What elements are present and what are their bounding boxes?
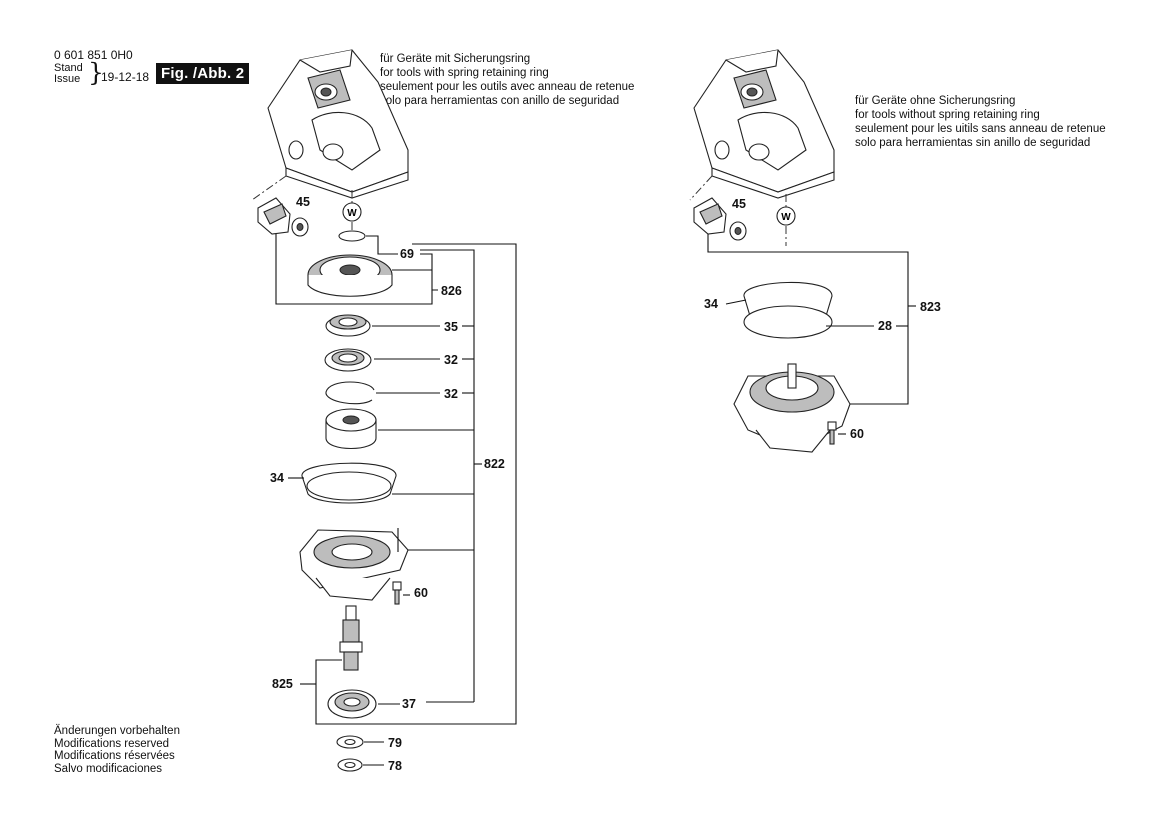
ball-bearing	[325, 408, 377, 449]
bearing-flange-left	[299, 529, 409, 601]
pinion-gear-right	[689, 175, 747, 241]
left-leader-lines	[275, 234, 517, 766]
seal-ring-32	[324, 348, 372, 372]
note-line: Modifications réservées	[54, 750, 175, 762]
pinion-gear-left	[251, 175, 309, 237]
note-line: for tools with spring retaining ring	[380, 67, 549, 79]
callout-45-right: 45	[732, 197, 746, 211]
note-line: Modifications reserved	[54, 737, 170, 750]
issue-date: 19-12-18	[101, 70, 150, 84]
right-leader-lines	[707, 234, 916, 435]
nut-78	[337, 758, 363, 772]
callout-60-right: 60	[850, 427, 864, 441]
callout-37: 37	[402, 697, 416, 711]
grease-marker-w-right: W	[776, 194, 796, 246]
figure-badge: Fig. /Abb. 2	[156, 63, 250, 84]
note-line: für Geräte mit Sicherungsring	[380, 53, 531, 65]
callout-35: 35	[444, 320, 458, 334]
washer-79	[336, 735, 364, 749]
circlip-32	[325, 381, 375, 405]
note-line: Änderungen vorbehalten	[54, 725, 180, 737]
stand-label: Stand	[54, 62, 83, 74]
clamping-ring-34-left	[301, 462, 397, 504]
screw-60-left	[392, 581, 402, 605]
callout-79: 79	[388, 736, 402, 750]
callout-34-left: 34	[270, 471, 284, 485]
note-line: für Geräte ohne Sicherungsring	[855, 95, 1016, 107]
needle-bearing-35	[325, 314, 371, 337]
note-line: for tools without spring retaining ring	[855, 109, 1040, 121]
callout-823: 823	[920, 300, 941, 314]
spindle-825	[339, 605, 363, 671]
ball-bearing-37	[327, 689, 377, 719]
note-line: solo para herramientas con anillo de seg…	[380, 95, 620, 107]
callout-32-b: 32	[444, 387, 458, 401]
w-glyph: W	[347, 208, 357, 219]
right-variant-note: für Geräte ohne Sicherungsring for tools…	[855, 94, 1106, 150]
callout-45-left: 45	[296, 195, 310, 209]
note-line: seulement pour les uitils sans anneau de…	[855, 123, 1106, 135]
retaining-ring-69	[338, 230, 366, 242]
left-variant-note: für Geräte mit Sicherungsring for tools …	[380, 52, 634, 108]
grease-marker-w-left: W	[342, 190, 362, 232]
clamping-ring-34-right	[743, 281, 833, 339]
brace-glyph: }	[88, 58, 104, 87]
callout-32-a: 32	[444, 353, 458, 367]
screw-60-right	[827, 421, 837, 445]
callout-78: 78	[388, 759, 402, 773]
note-line: Salvo modificaciones	[54, 762, 163, 775]
note-line: seulement pour les outils avec anneau de…	[380, 81, 635, 93]
gear-housing-right	[693, 49, 835, 199]
callout-69: 69	[400, 247, 414, 261]
callout-825: 825	[272, 677, 293, 691]
note-line: solo para herramientas sin anillo de seg…	[855, 137, 1091, 149]
bearing-flange-assembly-right	[733, 363, 851, 453]
issue-label: Issue	[54, 73, 81, 85]
modifications-note: Änderungen vorbehalten Modifications res…	[54, 725, 180, 775]
w-glyph: W	[781, 212, 791, 223]
gear-housing-left	[267, 49, 409, 199]
callout-34-right: 34	[704, 297, 718, 311]
callout-60-left: 60	[414, 586, 428, 600]
crown-gear-826	[307, 254, 393, 297]
callout-28: 28	[878, 319, 892, 333]
callout-822: 822	[484, 457, 505, 471]
stand-issue-label: Stand Issue	[54, 63, 83, 85]
part-number: 0 601 851 0H0	[54, 48, 133, 62]
callout-826: 826	[441, 284, 462, 298]
